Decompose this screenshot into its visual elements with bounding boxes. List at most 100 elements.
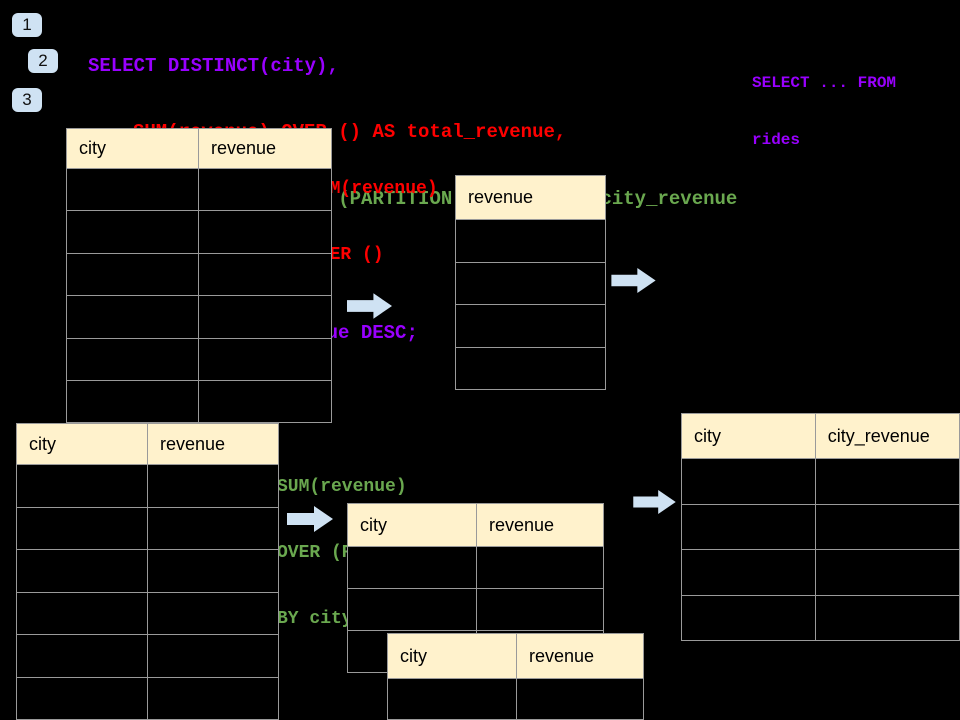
table-cell — [16, 549, 148, 593]
table-cell — [347, 588, 477, 631]
table-row — [16, 549, 279, 593]
table-cell — [455, 304, 606, 348]
table-row — [681, 594, 960, 641]
table-row — [16, 591, 279, 635]
step-badge-1: 1 — [12, 13, 42, 37]
label-partition-line1: SUM(revenue) — [277, 477, 407, 497]
table-row — [681, 458, 960, 505]
table-cell — [147, 464, 279, 508]
table-cell — [681, 549, 816, 596]
table-row — [16, 506, 279, 550]
label-total-line1: SUM(revenue) — [308, 179, 438, 199]
table-row — [455, 219, 606, 263]
header-row: city revenue — [66, 128, 332, 169]
table-cell — [66, 337, 199, 381]
table-source-bottom: city revenue — [16, 423, 279, 720]
table-cell — [66, 379, 199, 424]
table-cell — [476, 588, 604, 631]
header-row: city city_revenue — [681, 413, 960, 459]
table-cell — [814, 549, 960, 596]
column-header-revenue: revenue — [198, 128, 332, 169]
table-cell — [681, 503, 816, 550]
table-row — [387, 678, 644, 720]
table-cell — [147, 591, 279, 635]
table-cell — [147, 676, 279, 720]
table-row — [66, 295, 332, 339]
arrow-right-icon — [347, 293, 392, 319]
table-source-top: city revenue — [66, 128, 332, 424]
table-cell — [347, 546, 477, 589]
table-cell — [198, 337, 332, 381]
table-row — [66, 167, 332, 212]
table-cell — [198, 295, 332, 339]
column-header-revenue: revenue — [476, 503, 604, 547]
table-cell — [66, 167, 199, 212]
table-row — [66, 337, 332, 381]
column-header-revenue: revenue — [147, 423, 279, 465]
table-row — [16, 464, 279, 508]
table-row — [681, 549, 960, 596]
column-header-revenue: revenue — [455, 175, 606, 220]
column-header-city: city — [66, 128, 199, 169]
table-cell — [147, 634, 279, 678]
header-row: city revenue — [347, 503, 604, 547]
table-cell — [16, 676, 148, 720]
table-row — [455, 304, 606, 348]
table-cell — [147, 549, 279, 593]
table-cell — [198, 167, 332, 212]
table-cell — [681, 458, 816, 505]
table-cell — [66, 210, 199, 254]
table-result: city city_revenue — [681, 413, 960, 641]
table-cell — [198, 252, 332, 297]
table-cell — [814, 594, 960, 641]
table-row — [66, 210, 332, 254]
side-note-line1: SELECT ... FROM — [752, 74, 897, 92]
table-cell — [516, 678, 644, 720]
table-revenue-only: revenue — [455, 175, 606, 390]
table-cell — [66, 295, 199, 339]
table-row — [681, 503, 960, 550]
table-cell — [16, 506, 148, 550]
table-cell — [814, 503, 960, 550]
header-row: city revenue — [16, 423, 279, 465]
table-cell — [198, 379, 332, 424]
table-row — [66, 252, 332, 297]
side-note-line2: rides — [752, 131, 801, 149]
table-cell — [147, 506, 279, 550]
column-header-city-revenue: city_revenue — [814, 413, 960, 459]
table-cell — [16, 634, 148, 678]
table-cell — [66, 252, 199, 297]
column-header-city: city — [387, 633, 517, 679]
sql-line-select: SELECT DISTINCT(city), — [88, 54, 339, 77]
table-row — [455, 261, 606, 305]
column-header-city: city — [681, 413, 816, 459]
arrow-right-icon — [632, 490, 677, 514]
table-row — [16, 676, 279, 720]
table-row — [347, 546, 604, 589]
table-row — [347, 588, 604, 631]
table-cell — [16, 464, 148, 508]
table-cell — [476, 546, 604, 589]
column-header-city: city — [16, 423, 148, 465]
side-note-select-from: SELECT ... FROM rides — [752, 36, 896, 188]
step-badge-3: 3 — [12, 88, 42, 112]
arrow-right-icon — [287, 506, 333, 532]
step-badge-2: 2 — [28, 49, 58, 73]
arrow-right-icon — [610, 268, 657, 293]
table-row — [455, 346, 606, 390]
table-partition-b: city revenue — [387, 633, 644, 720]
table-row — [66, 379, 332, 424]
table-cell — [16, 591, 148, 635]
table-cell — [455, 346, 606, 390]
header-row: city revenue — [387, 633, 644, 679]
table-cell — [198, 210, 332, 254]
table-cell — [455, 261, 606, 305]
header-row: revenue — [455, 175, 606, 220]
column-header-revenue: revenue — [516, 633, 644, 679]
table-cell — [681, 594, 816, 641]
table-cell — [455, 219, 606, 263]
table-cell — [814, 458, 960, 505]
table-cell — [387, 678, 517, 720]
column-header-city: city — [347, 503, 477, 547]
